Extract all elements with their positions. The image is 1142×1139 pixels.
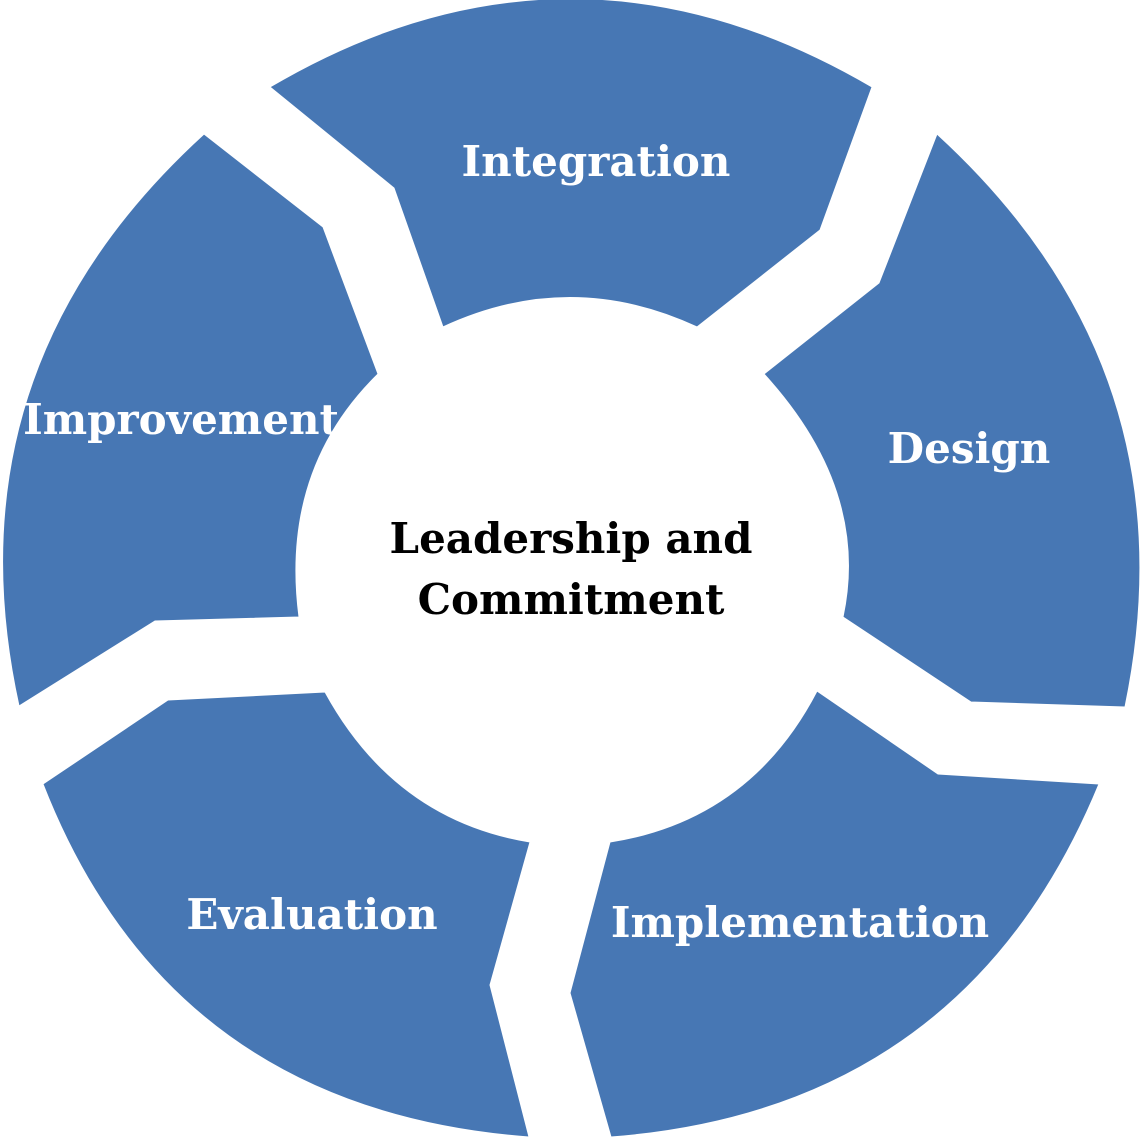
segment-evaluation: Evaluation [42,691,531,1138]
segment-design-shape [763,133,1141,708]
segment-implementation: Implementation [569,690,1100,1138]
segment-integration-shape [269,0,873,328]
segment-evaluation-shape [42,691,531,1138]
center-hub: Leadership and Commitment [390,514,753,624]
segment-improvement: Improvement [2,133,379,707]
center-label-line2: Commitment [418,575,725,624]
segment-implementation-label: Implementation [611,898,989,947]
segment-improvement-label: Improvement [23,395,339,444]
segment-evaluation-label: Evaluation [186,890,437,939]
segment-design: Design [763,133,1141,708]
segment-implementation-shape [569,690,1100,1138]
center-label-line1: Leadership and [390,514,753,563]
segment-integration-label: Integration [462,137,731,186]
segment-integration: Integration [269,0,873,328]
segment-improvement-shape [2,133,379,707]
segment-design-label: Design [888,424,1051,473]
